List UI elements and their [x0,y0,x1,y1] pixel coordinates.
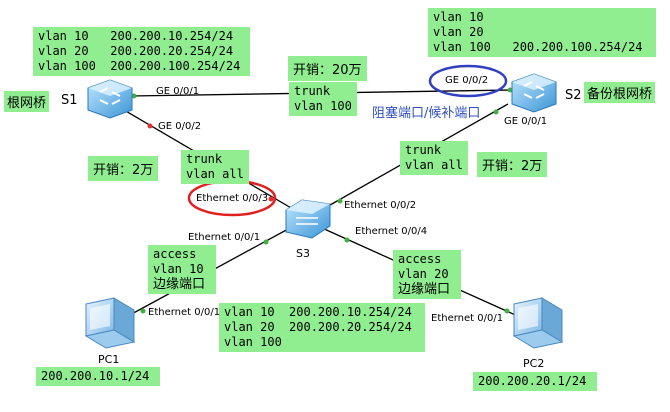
s3-vlan-line: vlan 10 200.200.10.254/24 [224,305,412,319]
s2-vlan-line: vlan 100 200.200.100.254/24 [433,40,643,54]
pc1-eth001-label: Ethernet 0/0/1 [148,307,221,318]
s3-vlan-line: vlan 100 [224,335,282,349]
port-dot-s1-ge001 [131,93,137,99]
switch-s1-icon[interactable] [87,79,133,119]
s1-vlan-line: vlan 10 200.200.10.254/24 [38,29,234,43]
s3-eth001-label: Ethernet 0/0/1 [188,232,261,243]
port-dot-s3-eth001 [263,239,269,245]
s1-vlan-line: vlan 100 200.200.100.254/24 [38,59,241,73]
switch-s2-icon[interactable] [511,73,557,113]
s1-ge001-label: GE 0/0/1 [156,86,200,97]
link-vlan: vlan all [405,158,463,172]
pc2-icon[interactable] [512,297,564,349]
cost-s1-s2: 开销：20万 [288,56,367,81]
link-vlan: vlan 20 [398,267,449,281]
s1-ge002-label: GE 0/0/2 [158,121,202,132]
edge-port-note: 边缘端口 [153,277,206,292]
s3-eth002-label: Ethernet 0/0/2 [344,200,417,211]
s2-vlan-line: vlan 10 [433,10,484,24]
port-dot-s3-eth004 [344,237,350,243]
pc1-ip-label: 200.200.10.1/24 [36,367,160,386]
s3-eth003-label: Ethernet 0/0/3 [196,193,269,204]
link-mode: trunk [294,84,331,98]
port-dot-pc2-eth001 [504,308,510,314]
s3-vlan-line: vlan 20 200.200.20.254/24 [224,320,412,334]
link-mode: access [398,252,442,266]
pc1-name-label: PC1 [98,353,120,366]
link-vlan: vlan 10 [153,262,204,276]
s1-role-label: 根网桥 [4,91,50,112]
pc2-ip-label: 200.200.20.1/24 [473,372,597,391]
s2-ge002-label: GE 0/0/2 [445,75,489,86]
s3-name-label: S3 [296,247,310,260]
switch-s3-icon[interactable] [285,199,331,239]
cost-s2-s3: 开销：2万 [477,152,548,177]
pc1-icon[interactable] [84,297,136,349]
blocked-port-note: 阻塞端口/候补端口 [372,106,481,121]
link-vlan: vlan all [186,167,244,181]
port-dot-s2-ge001 [493,109,499,115]
port-dot-s3-eth002 [337,198,343,204]
link-mode: access [153,247,197,261]
port-dot-s1-ge002 [147,123,153,129]
port-dot-s3-eth003 [268,196,274,202]
s2-ge001-label: GE 0/0/1 [504,116,548,127]
pc2-eth001-label: Ethernet 0/0/1 [431,313,504,324]
s3-eth004-label: Ethernet 0/0/4 [355,226,428,237]
cost-s1-s3: 开销：2万 [88,156,159,181]
link-vlan: vlan 100 [294,99,352,113]
link-mode: trunk [186,152,223,166]
edge-port-note: 边缘端口 [398,282,451,297]
port-dot-s2-ge002 [507,87,513,93]
s2-role-label: 备份根网桥 [584,82,656,103]
s1-vlan-line: vlan 20 200.200.20.254/24 [38,44,234,58]
blocked-port-ring [428,64,508,98]
s2-name-label: S2 [565,88,582,103]
s1-name-label: S1 [61,93,78,108]
link-mode: trunk [405,143,442,157]
pc2-name-label: PC2 [523,357,545,370]
s2-vlan-line: vlan 20 [433,25,484,39]
port-dot-pc1-eth001 [140,308,146,314]
